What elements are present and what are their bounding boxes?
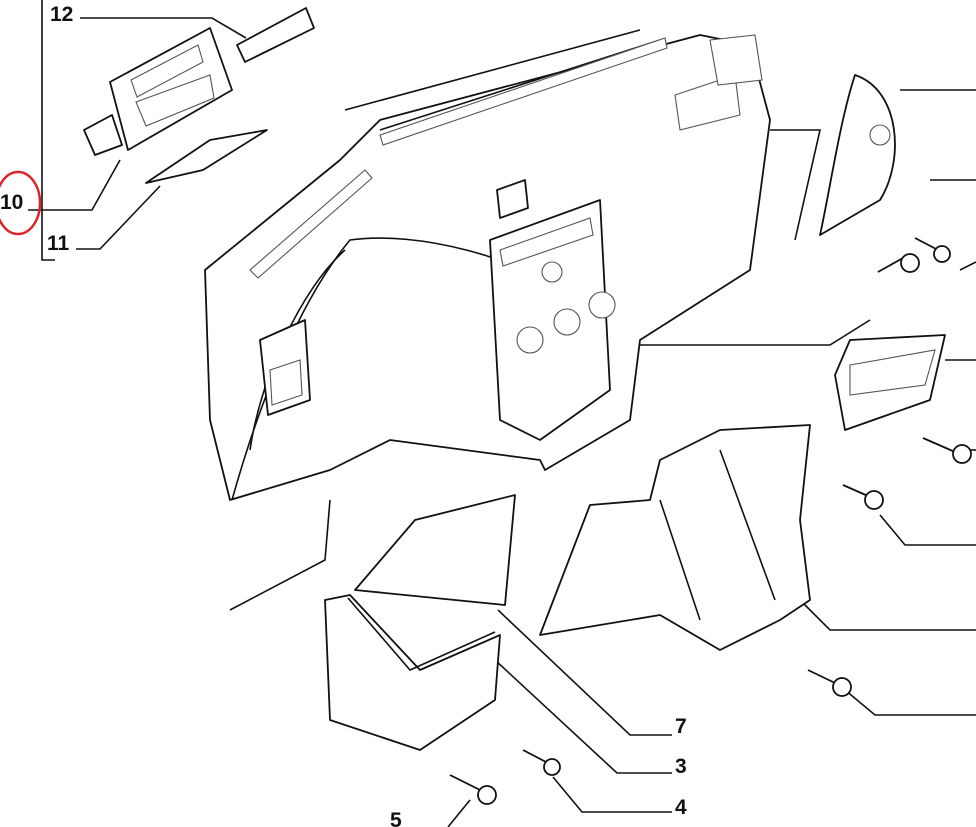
- callout-5: 5: [390, 809, 402, 827]
- screw-icon: [449, 774, 497, 805]
- right-parts: [819, 74, 946, 431]
- screws: [449, 237, 972, 805]
- instrument-cluster: [83, 7, 315, 184]
- callout-7: 7: [675, 715, 687, 738]
- dashboard: [204, 29, 771, 501]
- highlight-circle: [0, 170, 42, 236]
- lower-panels: [324, 424, 811, 751]
- callout-4: 4: [675, 796, 687, 819]
- callout-11: 11: [47, 232, 70, 255]
- screw-icon: [522, 749, 561, 776]
- screw-icon: [807, 669, 852, 697]
- leader-lines: [28, 17, 976, 827]
- callout-3: 3: [675, 755, 687, 778]
- screw-icon: [842, 484, 884, 510]
- screw-icon: [922, 437, 972, 464]
- group-bracket: [41, 0, 55, 261]
- screw-icon: [877, 253, 920, 273]
- callout-10: 10: [0, 191, 24, 214]
- screw-icon: [914, 237, 951, 263]
- callout-12: 12: [50, 3, 74, 26]
